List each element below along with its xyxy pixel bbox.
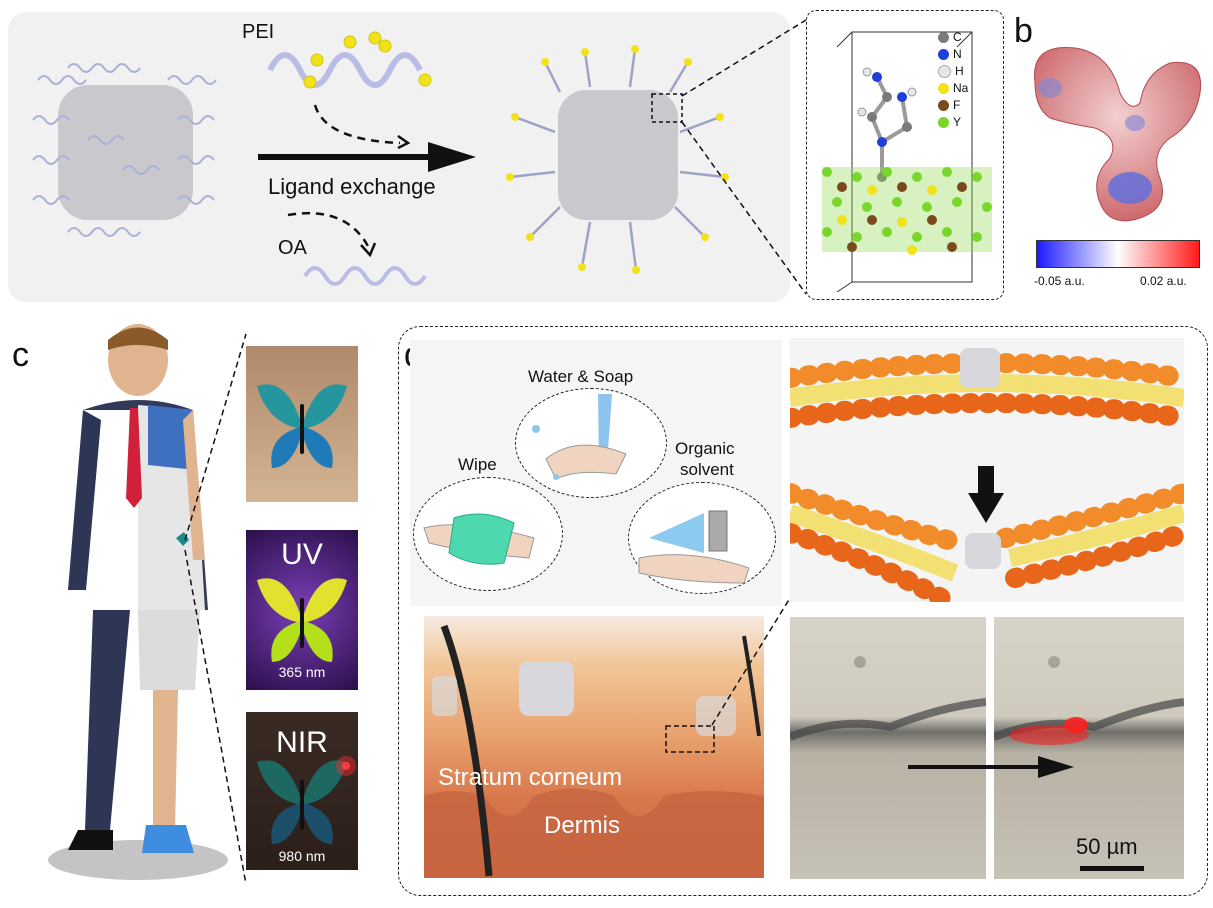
lipid-bilayer-illustration — [790, 338, 1184, 602]
organic-solvent-label-2: solvent — [680, 460, 734, 479]
legend-dot — [938, 64, 951, 78]
legend-item-na: Na — [938, 81, 968, 95]
colorbar-max-label: 0.02 a.u. — [1140, 274, 1187, 288]
legend-item-h: H — [938, 64, 964, 78]
pei-capped-nanocrystal — [490, 32, 735, 292]
nir-label: NIR — [276, 726, 328, 759]
crystal-structure-inset — [806, 10, 1004, 300]
ligand-exchange-label: Ligand exchange — [268, 174, 436, 199]
dermis-label: Dermis — [544, 812, 620, 839]
legend-dot — [938, 82, 949, 94]
legend-dot — [938, 116, 949, 128]
pei-dashed-arrow — [310, 100, 420, 150]
colorbar — [1036, 240, 1200, 268]
ligand-exchange-arrow — [258, 140, 478, 174]
uv-wavelength: 365 nm — [278, 664, 326, 680]
panel-letter-c: c — [12, 336, 29, 374]
legend-label: F — [953, 98, 961, 112]
panel-letter-b: b — [1014, 12, 1033, 50]
oa-label: OA — [278, 237, 307, 259]
wipe-circle — [413, 477, 563, 591]
legend-label: H — [955, 64, 964, 78]
stratum-corneum-label: Stratum corneum — [438, 764, 623, 791]
tattoo-nir-photo: NIR 980 nm — [246, 712, 358, 870]
legend-label: Na — [953, 81, 969, 95]
legend-dot — [938, 48, 949, 60]
legend-item-y: Y — [938, 115, 961, 129]
legend-item-c: C — [938, 30, 962, 44]
microscopy-after — [994, 617, 1184, 879]
uv-label: UV — [281, 538, 323, 571]
pei-ligand — [265, 30, 445, 110]
legend-label: Y — [953, 115, 962, 129]
microscopy-before — [790, 617, 986, 879]
pei-label: PEI — [242, 21, 275, 43]
legend-label: C — [953, 30, 962, 44]
legend-label: N — [953, 47, 962, 61]
wipe-label: Wipe — [458, 455, 497, 474]
scale-bar-label: 50 µm — [1076, 834, 1138, 859]
oa-capped-nanocrystal — [28, 60, 223, 245]
legend-item-n: N — [938, 47, 962, 61]
nir-wavelength: 980 nm — [278, 848, 326, 864]
zoom-lines-d — [710, 595, 792, 735]
legend-dot — [938, 99, 949, 111]
tattoo-uv-photo: UV 365 nm — [246, 530, 358, 690]
skin-cross-section: Stratum corneum Dermis — [424, 616, 764, 878]
oa-dashed-arrow — [283, 205, 383, 260]
organic-solvent-circle — [628, 482, 776, 594]
oa-ligand — [300, 258, 430, 294]
electrostatic-potential-map — [1020, 28, 1205, 228]
water-soap-circle — [515, 388, 667, 498]
scale-bar — [1080, 866, 1144, 871]
legend-dot — [938, 31, 949, 43]
crystal-structure-model — [812, 22, 992, 292]
zoom-lines-c — [180, 330, 250, 890]
human-figure-illustration — [28, 320, 243, 890]
organic-solvent-label-1: Organic — [675, 439, 735, 458]
tattoo-daylight-photo — [246, 346, 358, 502]
legend-item-f: F — [938, 98, 960, 112]
panel-d-frame — [398, 326, 1208, 896]
water-soap-label: Water & Soap — [528, 367, 634, 386]
colorbar-min-label: -0.05 a.u. — [1034, 274, 1085, 288]
zoom-lines-a — [680, 12, 810, 302]
penetration-arrow — [908, 754, 1076, 782]
